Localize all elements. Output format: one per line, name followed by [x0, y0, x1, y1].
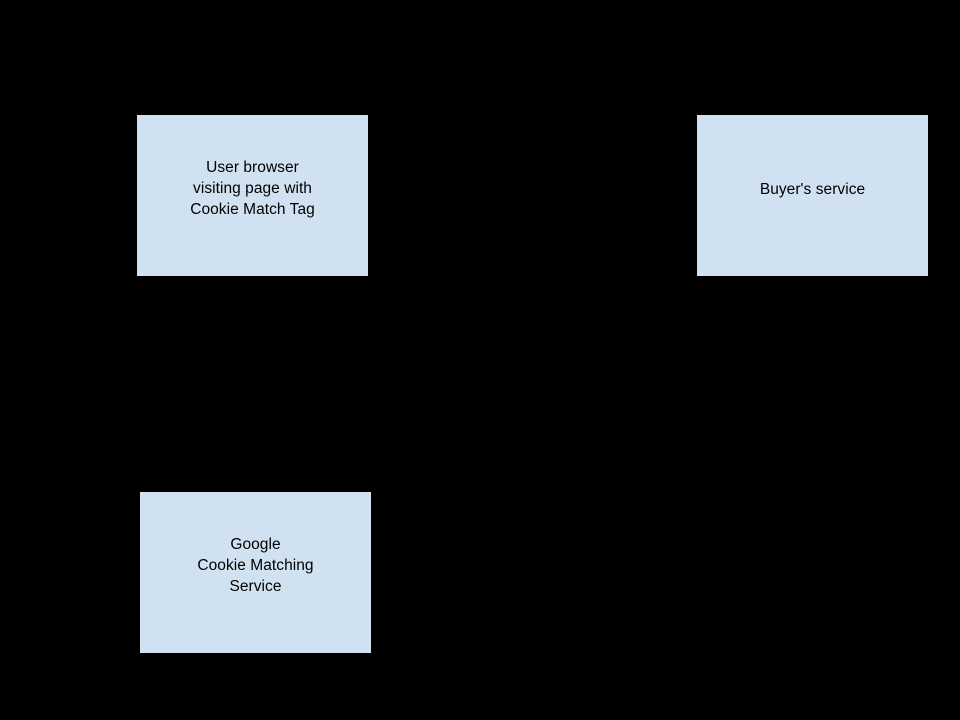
- node-user-browser-label: User browser visiting page with Cookie M…: [190, 159, 315, 218]
- node-google-cookie-matching-service-label: Google Cookie Matching Service: [197, 536, 314, 595]
- node-buyers-service-label: Buyer's service: [759, 181, 866, 198]
- node-user-browser[interactable]: User browser visiting page with Cookie M…: [137, 115, 368, 276]
- node-buyers-service[interactable]: Buyer's service: [697, 115, 928, 276]
- node-google-cookie-matching-service[interactable]: Google Cookie Matching Service: [140, 492, 371, 653]
